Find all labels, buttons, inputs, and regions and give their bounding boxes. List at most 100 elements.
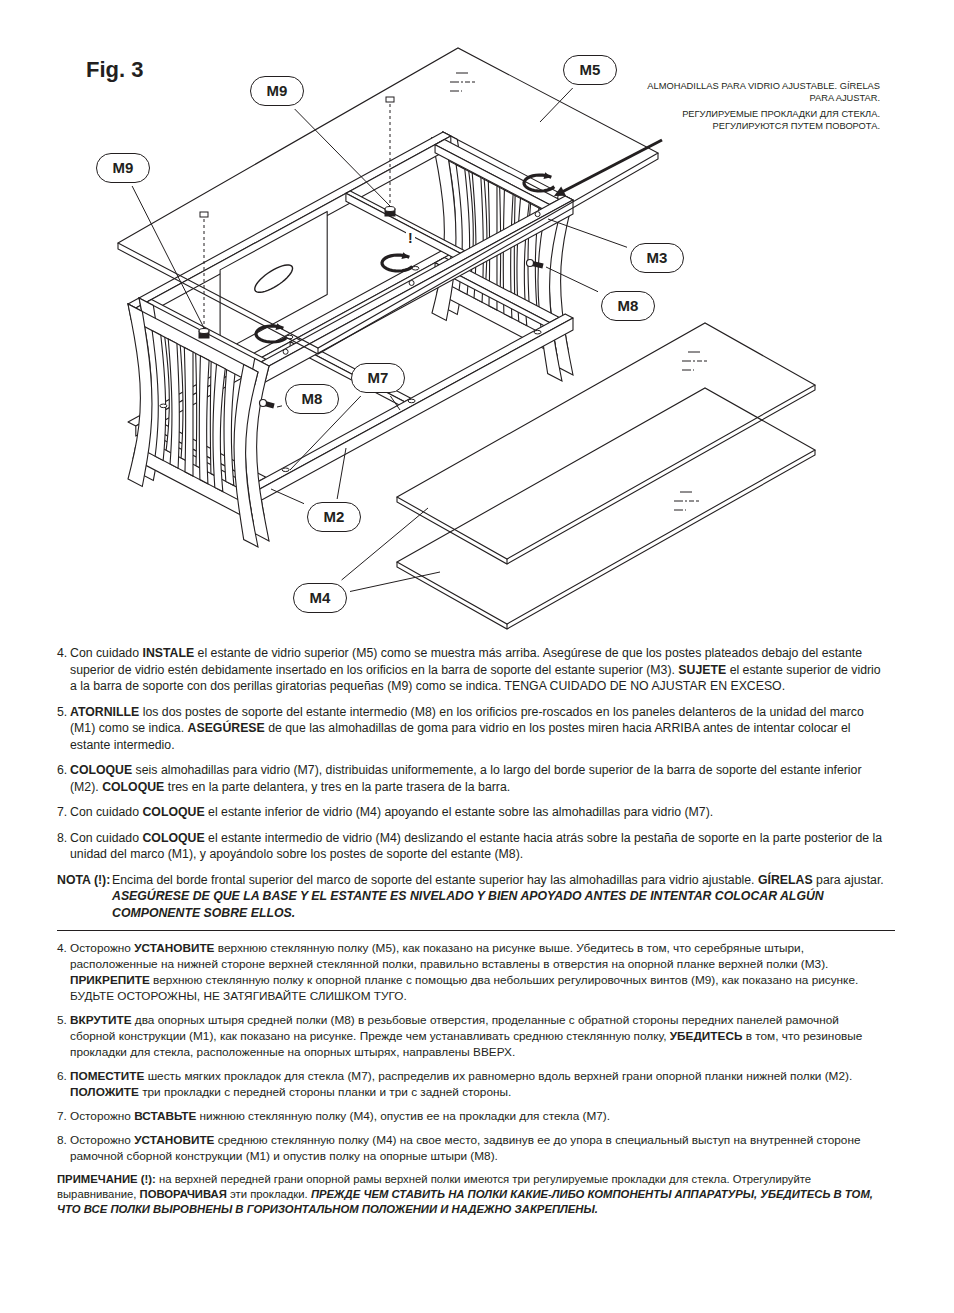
- glass-mark: [461, 91, 462, 92]
- top-glass-shelf: [118, 48, 658, 348]
- callout-label: M2: [324, 508, 345, 526]
- leader-line: [390, 396, 400, 410]
- top-front-rail: [250, 196, 573, 372]
- leader-line: [548, 219, 627, 247]
- panel-part: [432, 138, 456, 320]
- glass-pad: [412, 266, 419, 270]
- callout-label: M8: [302, 390, 323, 408]
- instruction-text: ПРИКРЕПИТЕ: [70, 973, 150, 987]
- glass-pad: [534, 330, 541, 334]
- step-number: 7.: [57, 1108, 67, 1124]
- adjust-knob: [385, 207, 395, 212]
- instruction-step: 8.Осторожно УСТАНОВИТЕ среднюю стеклянну…: [57, 1132, 887, 1164]
- instruction-text: COLOQUE: [142, 805, 204, 819]
- leader-line: [277, 406, 282, 407]
- glass-mark: [696, 501, 699, 502]
- instruction-step: 5.ВКРУТИТЕ два опорных штыря средней пол…: [57, 1012, 887, 1060]
- callout-bubble: M3: [630, 243, 684, 273]
- glass-shelf: [397, 450, 815, 629]
- callout-label: M9: [267, 82, 288, 100]
- panel-part: [234, 365, 258, 547]
- leader-line: [337, 448, 346, 499]
- glass-mark: [682, 370, 691, 371]
- callout-note: ALMOHADILLAS PARA VIDRIO AJUSTABLE. GÍRE…: [640, 80, 880, 104]
- step-number: 4.: [57, 645, 67, 662]
- lower-front-rail: [250, 314, 573, 490]
- rotation-arrow: [543, 172, 551, 179]
- instruction-text: tres en la parte delantera, y tres en la…: [168, 780, 510, 794]
- glass-mark: [450, 82, 459, 83]
- glass-mark: [704, 361, 707, 362]
- instruction-step: NOTA (!):Encima del borde frontal superi…: [57, 872, 887, 922]
- instruction-step: 6.COLOQUE seis almohadillas para vidrio …: [57, 762, 887, 795]
- instruction-text: ВСТАВЬТЕ: [134, 1109, 196, 1123]
- instruction-text: ASEGÚRESE DE QUE LA BASE Y EL ESTANTE ES…: [112, 889, 824, 920]
- figure-title: Fig. 3: [86, 57, 143, 83]
- adjust-knob: [199, 329, 209, 334]
- note-heading: NOTA (!):: [57, 872, 110, 889]
- glass-shelf: [397, 385, 815, 564]
- glass-mark: [682, 361, 691, 362]
- instruction-text: Encima del borde frontal superior del ma…: [112, 873, 755, 887]
- adjustable-pad: [409, 280, 414, 285]
- panel-part: [128, 304, 152, 486]
- step-number: 6.: [57, 1068, 67, 1084]
- glass-mark: [450, 91, 459, 92]
- glass-peg: [200, 212, 208, 217]
- callout-label: M5: [580, 61, 601, 79]
- leader-line: [271, 489, 304, 504]
- instruction-text: ASEGÚRESE: [188, 721, 265, 735]
- rotation-arrow: [275, 323, 283, 330]
- top-cross-rail: [346, 193, 460, 261]
- glass-mark: [674, 501, 683, 502]
- instruction-text: el estante inferior de vidrio (M4) apoya…: [208, 805, 713, 819]
- callout-note: РЕГУЛИРУЕМЫЕ ПРОКЛАДКИ ДЛЯ СТЕКЛА. РЕГУЛ…: [640, 108, 880, 132]
- instruction-text: GÍRELAS: [758, 873, 813, 887]
- panel-part: [184, 347, 193, 476]
- instruction-text: COLOQUE: [102, 780, 164, 794]
- instruction-text: три прокладки с передней стороны планки …: [142, 1085, 511, 1099]
- top-cross-rail: [435, 140, 559, 205]
- leader-lines: [132, 88, 627, 592]
- glass-mark: [465, 82, 470, 83]
- glass-mark: [674, 510, 683, 511]
- instruction-step: 6.ПОМЕСТИТЕ шесть мягких прокладок для с…: [57, 1068, 887, 1100]
- panel-part: [213, 364, 225, 491]
- callout-bubble: M4: [293, 583, 347, 613]
- instruction-text: эти прокладки.: [230, 1188, 308, 1200]
- step-number: 4.: [57, 940, 67, 956]
- instruction-text: шесть мягких прокладок для стекла (M7), …: [148, 1069, 853, 1083]
- adjustable-pad: [535, 212, 540, 217]
- warning-mark: !: [406, 230, 415, 246]
- glass-pad: [408, 399, 415, 403]
- callout-bubble: M2: [307, 502, 361, 532]
- glass-mark: [685, 510, 686, 511]
- glass-mark: [472, 82, 475, 83]
- top-cross-rail: [346, 191, 465, 253]
- callout-label: M3: [647, 249, 668, 267]
- rotation-arrow: [401, 252, 409, 259]
- instruction-text: УБЕДИТЕСЬ: [670, 1029, 743, 1043]
- cable-slot: [255, 265, 293, 292]
- glass-shelf: [397, 388, 815, 624]
- instruction-text: SUJETE: [678, 663, 726, 677]
- support-screw: [527, 260, 534, 267]
- instruction-text: COLOQUE: [70, 763, 132, 777]
- instruction-text: ПОМЕСТИТЕ: [70, 1069, 144, 1083]
- leader-line: [350, 572, 440, 592]
- instruction-text: ВКРУТИТЕ: [70, 1013, 132, 1027]
- adjustable-pad: [283, 349, 288, 354]
- glass-mark: [456, 73, 468, 74]
- glass-mark: [697, 361, 702, 362]
- instruction-step: ПРИМЕЧАНИЕ (!): на верхней передней гран…: [57, 1172, 887, 1217]
- instruction-step: 7.Осторожно ВСТАВЬТЕ нижнюю стеклянную п…: [57, 1108, 887, 1124]
- instruction-text: нижнюю стеклянную полку (M4), опустив ее…: [200, 1109, 610, 1123]
- callout-bubble: M8: [601, 291, 655, 321]
- panel-part: [168, 339, 179, 468]
- glass-shelf: [506, 559, 507, 564]
- callout-bubble: M8: [285, 384, 339, 414]
- step-number: 8.: [57, 830, 67, 847]
- instruction-step: 8.Con cuidado COLOQUE el estante interme…: [57, 830, 887, 863]
- glass-mark: [461, 82, 463, 83]
